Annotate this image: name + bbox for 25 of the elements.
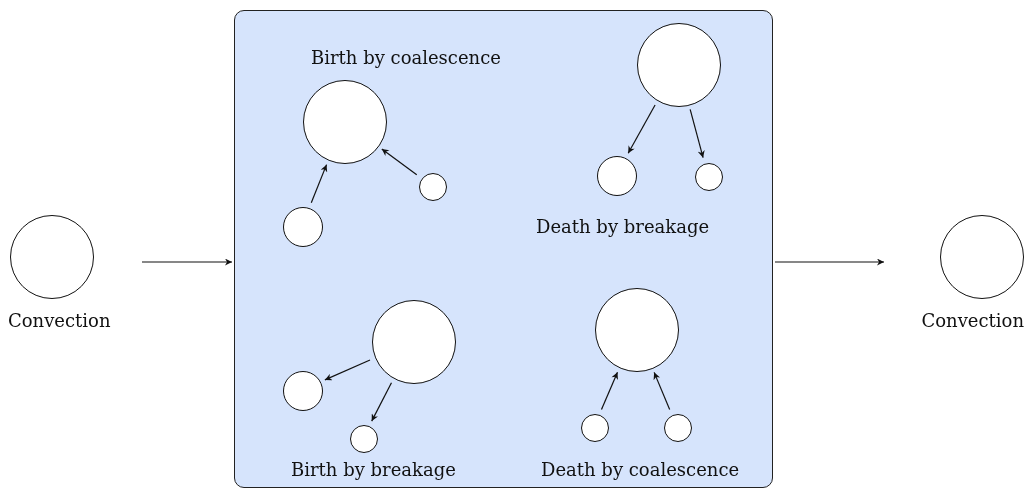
node-label: Convection bbox=[920, 310, 1024, 331]
caption: Birth by coalescence bbox=[311, 47, 501, 68]
group-panel bbox=[234, 10, 773, 488]
arrow bbox=[371, 382, 393, 422]
arrow bbox=[689, 108, 705, 159]
arrow bbox=[600, 371, 619, 411]
arrow bbox=[310, 164, 328, 204]
circle bbox=[350, 425, 378, 453]
circle bbox=[283, 207, 323, 247]
circle bbox=[419, 173, 447, 201]
arrow bbox=[324, 359, 371, 381]
circle bbox=[664, 414, 692, 442]
arrow bbox=[774, 258, 885, 266]
node-label: Convection bbox=[8, 310, 112, 331]
caption: Death by coalescence bbox=[541, 459, 740, 480]
arrow bbox=[381, 148, 418, 176]
arrow bbox=[141, 258, 233, 266]
circle bbox=[581, 414, 609, 442]
caption: Birth by breakage bbox=[291, 459, 456, 480]
circle bbox=[283, 371, 323, 411]
caption: Death by breakage bbox=[536, 216, 710, 237]
circle bbox=[597, 156, 637, 196]
arrow bbox=[627, 104, 656, 154]
circle bbox=[695, 163, 723, 191]
arrow bbox=[653, 371, 671, 411]
